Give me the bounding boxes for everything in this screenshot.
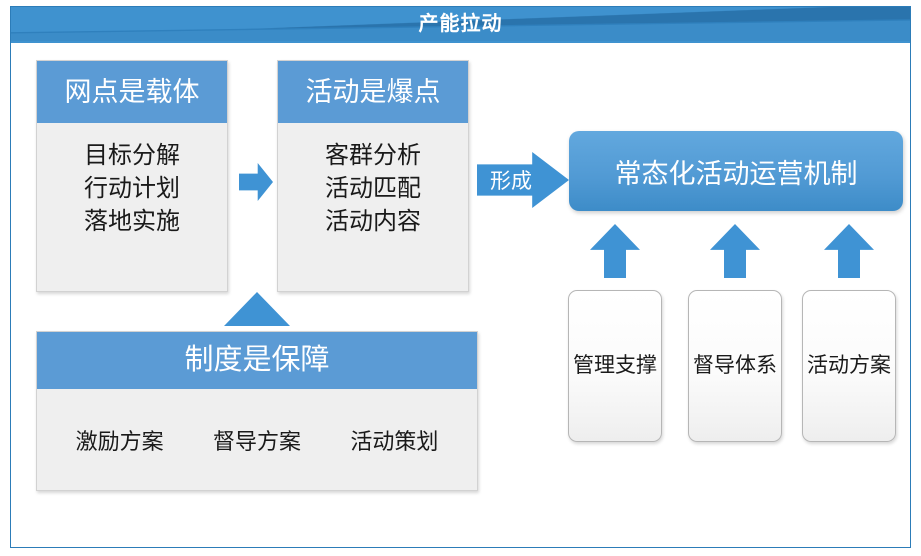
card-system-item-3: 活动策划 bbox=[350, 428, 439, 454]
card-system-item-1: 激励方案 bbox=[75, 428, 164, 454]
main-outcome-box[interactable]: 常态化活动运营机制 bbox=[569, 131, 903, 211]
card-activity-line-1: 客群分析 bbox=[325, 142, 421, 169]
page-title: 产能拉动 bbox=[418, 13, 503, 35]
arrow-form-icon: 形成 bbox=[477, 152, 569, 208]
card-activity-title: 活动是爆点 bbox=[278, 61, 468, 123]
header-underline bbox=[11, 41, 910, 43]
card-system-item-2: 督导方案 bbox=[212, 428, 301, 454]
support-card-2[interactable]: 督导体系 bbox=[688, 290, 782, 442]
card-activity-body: 客群分析 活动匹配 活动内容 bbox=[278, 123, 468, 238]
card-system-title: 制度是保障 bbox=[37, 332, 477, 389]
card-outlet-line-3: 落地实施 bbox=[84, 208, 180, 236]
support-card-3[interactable]: 活动方案 bbox=[802, 290, 896, 442]
arrow-up-icon-1 bbox=[590, 224, 640, 278]
card-outlet-body: 目标分解 行动计划 落地实施 bbox=[37, 123, 227, 238]
card-activity-line-3: 活动内容 bbox=[325, 208, 421, 236]
card-system-body: 激励方案 督导方案 活动策划 bbox=[37, 389, 477, 490]
header-banner: 产能拉动 bbox=[11, 7, 910, 41]
arrow-up-icon-3 bbox=[824, 224, 874, 278]
arrow-up-icon-2 bbox=[710, 224, 760, 278]
arrow-form-label: 形成 bbox=[490, 170, 532, 193]
card-outlet[interactable]: 网点是载体 目标分解 行动计划 落地实施 bbox=[36, 60, 228, 292]
support-card-1[interactable]: 管理支撑 bbox=[568, 290, 662, 442]
card-system[interactable]: 制度是保障 激励方案 督导方案 活动策划 bbox=[36, 331, 478, 491]
card-activity-line-2: 活动匹配 bbox=[325, 175, 421, 203]
support-card-1-label: 管理支撑 bbox=[573, 354, 657, 378]
card-outlet-title: 网点是载体 bbox=[37, 61, 227, 123]
arrow-up-triangle-icon bbox=[224, 292, 290, 326]
main-outcome-label: 常态化活动运营机制 bbox=[614, 158, 858, 189]
card-outlet-line-1: 目标分解 bbox=[84, 142, 180, 169]
support-card-3-label: 活动方案 bbox=[807, 354, 891, 378]
arrow-right-icon bbox=[239, 163, 273, 201]
card-outlet-line-2: 行动计划 bbox=[84, 175, 180, 203]
card-activity[interactable]: 活动是爆点 客群分析 活动匹配 活动内容 bbox=[277, 60, 469, 292]
support-card-2-label: 督导体系 bbox=[693, 354, 777, 378]
